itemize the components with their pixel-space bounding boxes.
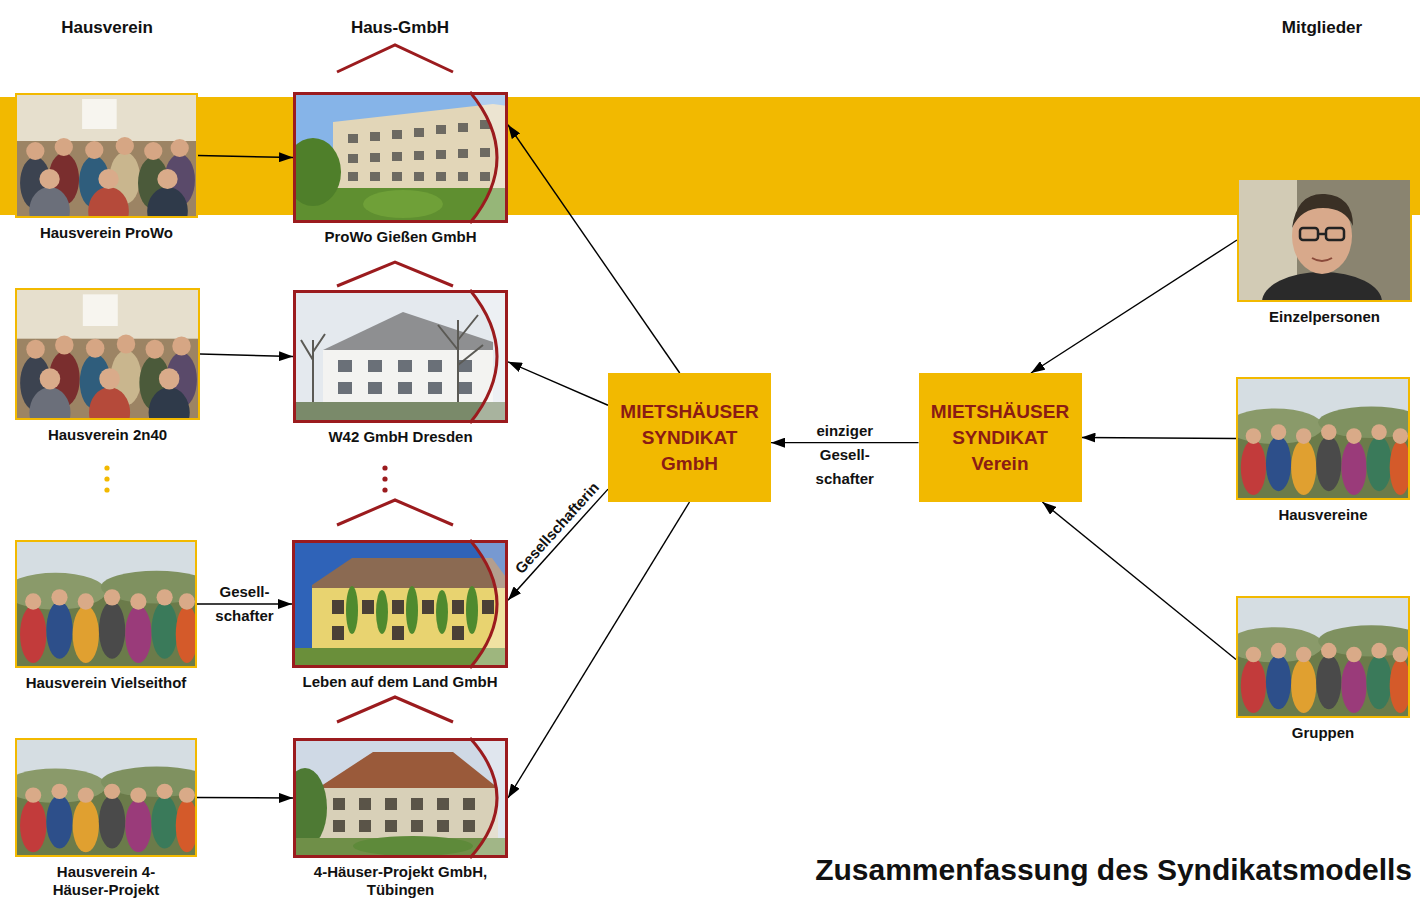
edge-label: Gesell- schafter xyxy=(215,580,273,628)
group-photo xyxy=(15,288,200,438)
arrow-connector xyxy=(197,797,293,799)
photo-caption: W42 GmbH Dresden xyxy=(286,428,516,446)
arrow-connector xyxy=(200,354,293,357)
member-photo-node: Einzelpersonen xyxy=(1237,178,1412,302)
arrow-connector xyxy=(197,603,292,604)
photo-caption: Hausvereine xyxy=(1236,506,1410,524)
house-photo xyxy=(283,738,508,858)
photo-caption: 4-Häuser-Projekt GmbH, Tübingen xyxy=(293,863,508,899)
house-gmbh-node: W42 GmbH Dresden xyxy=(293,290,508,423)
photo-caption: Leben auf dem Land GmbH xyxy=(280,673,520,691)
house-gmbh-node: ProWo Gießen GmbH xyxy=(293,92,508,223)
column-heading: Haus-GmbH xyxy=(351,17,449,39)
column-heading: Mitglieder xyxy=(1282,17,1362,39)
group-photo xyxy=(5,738,212,857)
group-photo xyxy=(5,540,212,668)
column-heading: Hausverein xyxy=(61,17,153,39)
house-frame-arc xyxy=(470,92,497,858)
photo-caption: Hausverein 2n40 xyxy=(15,426,200,444)
house-roof xyxy=(337,45,453,722)
photo-node: Hausverein 2n40 xyxy=(15,288,200,420)
arrow-connector xyxy=(508,362,608,405)
edge-label: einziger Gesell- schafter xyxy=(816,419,874,491)
person-photo xyxy=(1237,178,1412,332)
group-photo xyxy=(1226,596,1420,718)
arrow-connector xyxy=(1042,502,1236,659)
photo-node: Hausverein 4-Häuser-Projekt xyxy=(15,738,197,857)
arrow-connector xyxy=(198,156,293,158)
door-tint xyxy=(470,92,508,858)
photo-caption: Einzelpersonen xyxy=(1237,308,1412,326)
box-label: MIETSHÄUSER SYNDIKAT Verein xyxy=(931,399,1069,477)
arrow-connector xyxy=(1031,240,1237,373)
edge-label: Gesellschafterin xyxy=(511,478,602,577)
house-photo xyxy=(293,290,508,423)
house-gmbh-node: 4-Häuser-Projekt GmbH, Tübingen xyxy=(293,738,508,858)
photo-caption: Hausverein Vielseithof xyxy=(6,674,206,692)
house-gmbh-node: Leben auf dem Land GmbH xyxy=(292,540,508,668)
box-label: MIETSHÄUSER SYNDIKAT GmbH xyxy=(620,399,758,477)
photo-caption: Hausverein 4-Häuser-Projekt xyxy=(36,863,176,899)
house-photo xyxy=(285,92,508,223)
house-photo xyxy=(292,540,508,668)
group-photo xyxy=(1226,377,1420,500)
arrow-connector xyxy=(508,125,680,373)
arrow-connector xyxy=(771,442,919,443)
diagram-title: Zusammenfassung des Syndikatsmodells xyxy=(815,852,1412,888)
arrow-connector xyxy=(1082,438,1237,439)
ellipsis-dots xyxy=(382,465,387,492)
arrow-connector xyxy=(508,489,608,600)
syndikat-box: MIETSHÄUSER SYNDIKAT Verein xyxy=(919,373,1082,502)
photo-caption: Gruppen xyxy=(1236,724,1410,742)
syndikat-box: MIETSHÄUSER SYNDIKAT GmbH xyxy=(608,373,771,502)
group-photo xyxy=(15,93,198,235)
yellow-band xyxy=(0,97,1420,215)
member-photo-node: Hausvereine xyxy=(1236,377,1410,500)
photo-node: Hausverein ProWo xyxy=(15,93,198,218)
photo-node: Hausverein Vielseithof xyxy=(15,540,197,668)
photo-caption: Hausverein ProWo xyxy=(15,224,198,242)
member-photo-node: Gruppen xyxy=(1236,596,1410,718)
ellipsis-dots xyxy=(104,465,109,492)
photo-caption: ProWo Gießen GmbH xyxy=(286,228,516,246)
